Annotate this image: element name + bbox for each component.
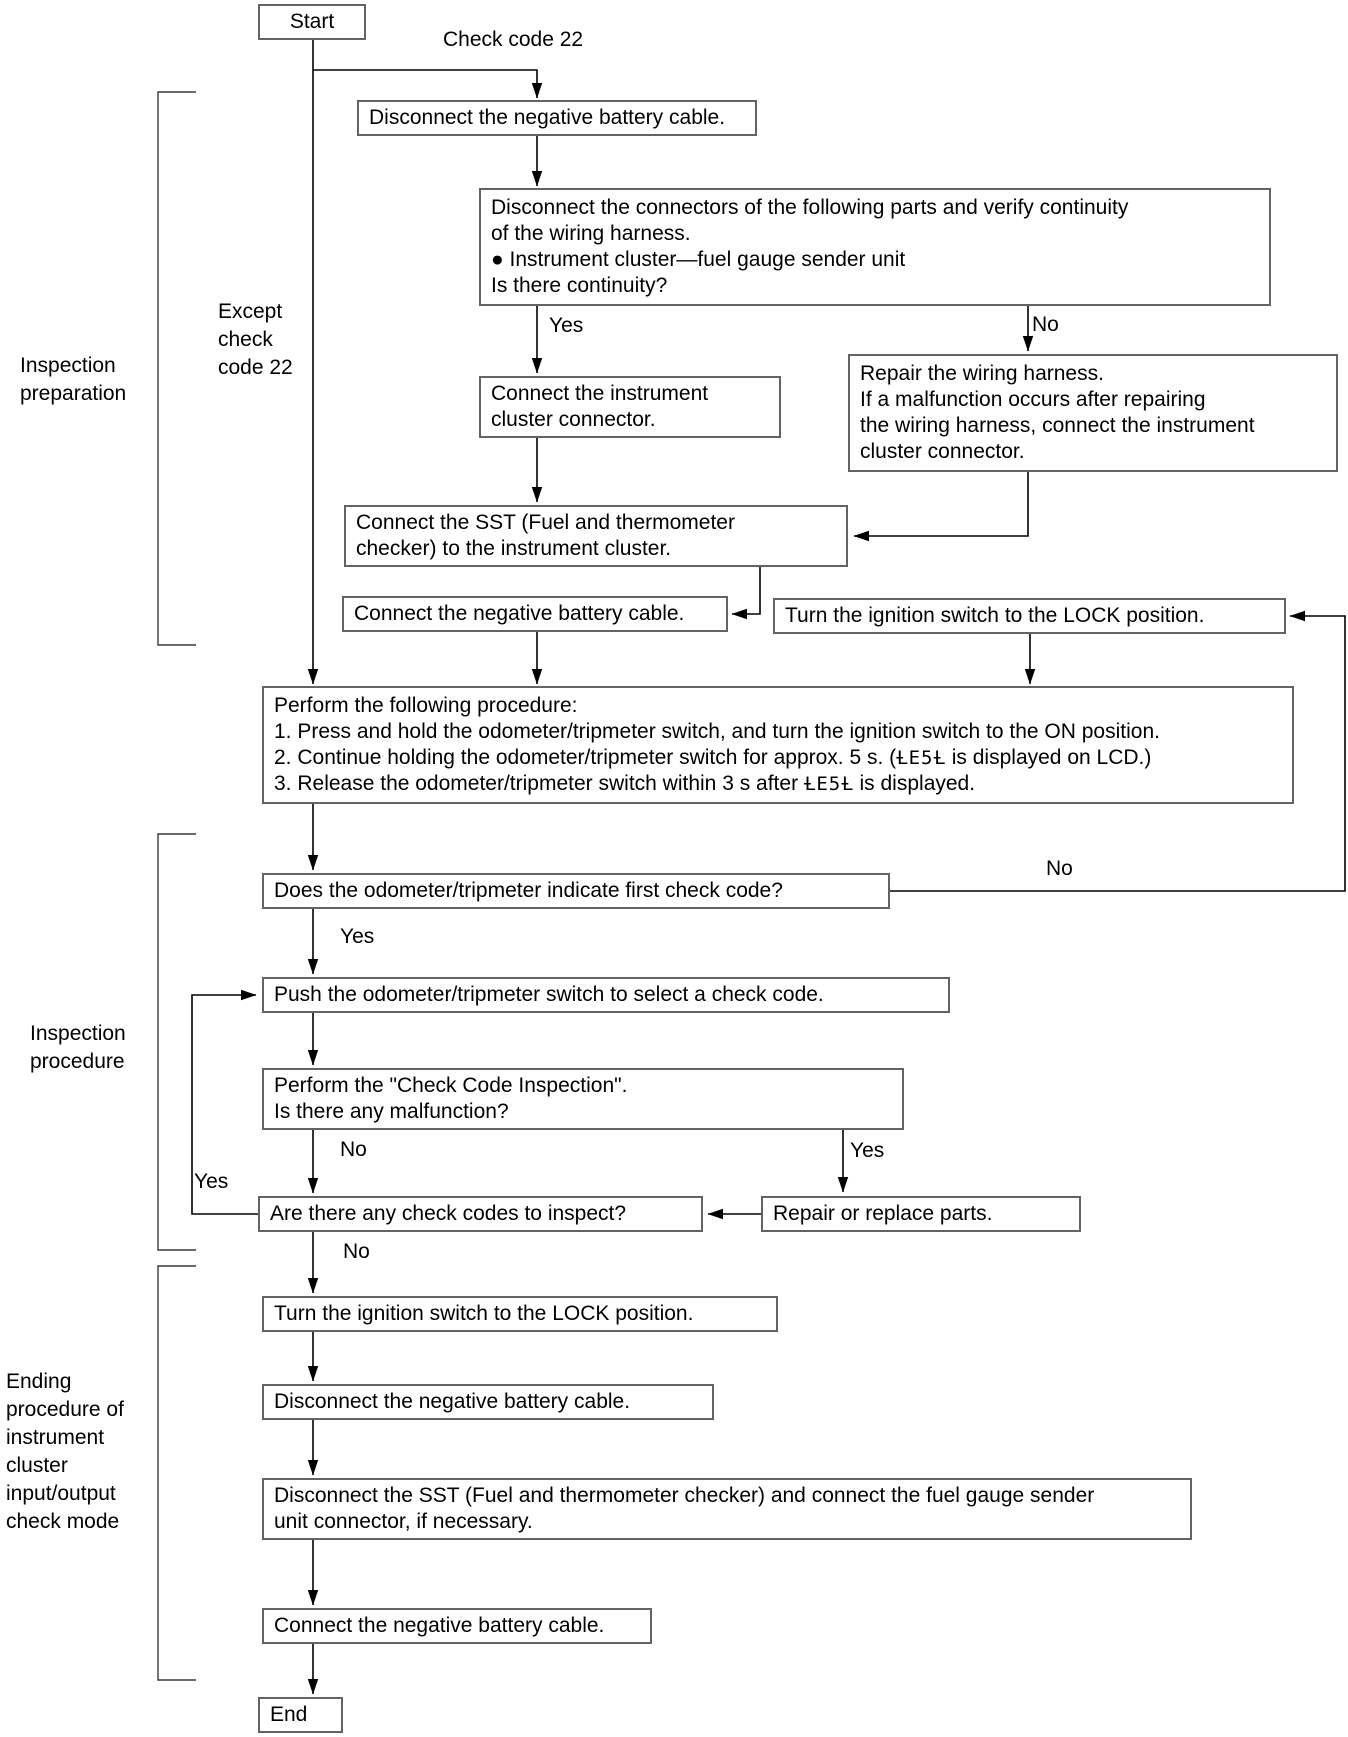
flow-node-disconnect-sst: Disconnect the SST (Fuel and thermometer… bbox=[262, 1478, 1192, 1540]
bracket-inspection-preparation bbox=[157, 91, 196, 646]
bracket-ending-procedure bbox=[157, 1265, 196, 1681]
start-label: Start bbox=[289, 10, 335, 33]
edge-label-yes-continuity: Yes bbox=[549, 314, 584, 337]
flow-node-perform-procedure: Perform the following procedure: 1. Pres… bbox=[262, 686, 1294, 804]
flow-node-repair-or-replace-parts: Repair or replace parts. bbox=[761, 1196, 1081, 1232]
section-label-inspection-procedure: Inspection procedure bbox=[30, 1022, 126, 1073]
edge-repair-to-sst bbox=[853, 472, 1029, 542]
section-label-inspection-preparation: Inspection preparation bbox=[20, 354, 127, 405]
edge-sst-to-connect-battery bbox=[731, 567, 761, 620]
edge-check-code-22-branch bbox=[313, 69, 543, 99]
flow-node-disconnect-negative-battery-cable-end: Disconnect the negative battery cable. bbox=[262, 1384, 714, 1420]
edge-label-no-more-codes: No bbox=[343, 1240, 370, 1263]
flow-node-end: End bbox=[258, 1697, 343, 1733]
section-label-except-check-code-22: Except check code 22 bbox=[218, 300, 293, 379]
edge-label-no-first-code: No bbox=[1046, 857, 1073, 880]
end-label: End bbox=[270, 1703, 308, 1726]
flow-node-codes-to-inspect-question: Are there any check codes to inspect? bbox=[258, 1196, 703, 1232]
flow-node-verify-continuity: Disconnect the connectors of the followi… bbox=[479, 188, 1271, 306]
edge-label-yes-malfunction: Yes bbox=[850, 1139, 885, 1162]
flow-node-repair-wiring-harness: Repair the wiring harness. If a malfunct… bbox=[848, 354, 1338, 472]
flow-node-turn-ignition-lock-end: Turn the ignition switch to the LOCK pos… bbox=[262, 1296, 778, 1332]
lcd-test-display: ȽE5Ƚ bbox=[896, 747, 946, 769]
flow-node-turn-ignition-lock: Turn the ignition switch to the LOCK pos… bbox=[773, 598, 1286, 634]
flow-node-disconnect-negative-battery-cable: Disconnect the negative battery cable. bbox=[357, 100, 757, 136]
section-label-ending-procedure: Ending procedure of instrument cluster i… bbox=[6, 1370, 124, 1533]
flow-node-check-code-inspection: Perform the "Check Code Inspection". Is … bbox=[262, 1068, 904, 1130]
edge-label-yes-first-code: Yes bbox=[340, 925, 375, 948]
bracket-inspection-procedure bbox=[157, 833, 196, 1251]
flow-node-connect-instrument-cluster-connector: Connect the instrument cluster connector… bbox=[479, 376, 781, 438]
flow-node-connect-negative-battery-cable: Connect the negative battery cable. bbox=[342, 596, 728, 632]
flow-node-first-check-code-question: Does the odometer/tripmeter indicate fir… bbox=[262, 873, 890, 909]
flow-node-connect-negative-battery-cable-end: Connect the negative battery cable. bbox=[262, 1608, 652, 1644]
edge-label-no-continuity: No bbox=[1032, 313, 1059, 336]
edge-label-yes-more-codes: Yes bbox=[194, 1170, 229, 1193]
flow-node-connect-sst: Connect the SST (Fuel and thermometer ch… bbox=[344, 505, 848, 567]
lcd-test-display: ȽE5Ƚ bbox=[803, 773, 854, 795]
flow-node-select-check-code: Push the odometer/tripmeter switch to se… bbox=[262, 977, 950, 1013]
flow-node-start: Start bbox=[258, 4, 366, 40]
edge-label-check-code-22: Check code 22 bbox=[443, 28, 584, 51]
edge-label-no-malfunction: No bbox=[340, 1138, 367, 1161]
